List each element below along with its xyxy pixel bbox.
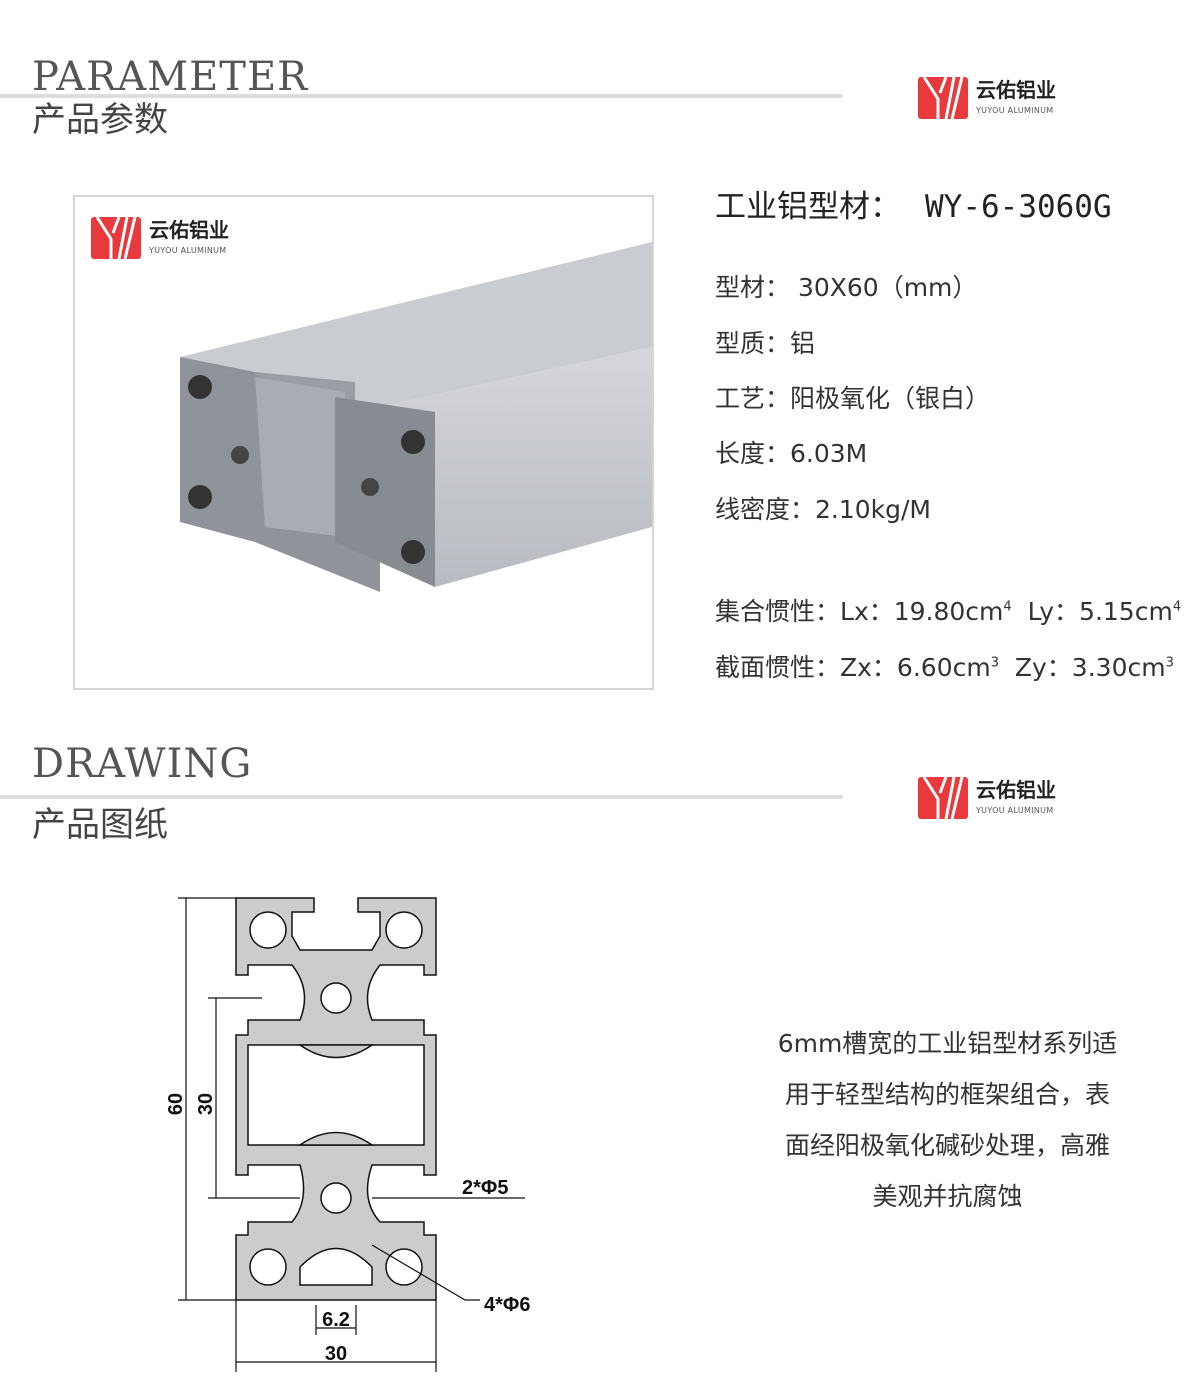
spec-row: 长度：6.03M [715, 439, 868, 468]
product-description: 6mm槽宽的工业铝型材系列适 用于轻型结构的框架组合，表 面经阳极氧化碱砂处理，… [740, 1018, 1155, 1222]
description-line: 面经阳极氧化碱砂处理，高雅 [784, 1131, 1110, 1160]
aluminum-profile-image [180, 242, 652, 592]
brand-name-cn: 云佑铝业 [149, 217, 229, 242]
spec-row: 型质：铝 [715, 329, 816, 358]
lx-value: Lx：19.80cm [840, 597, 1004, 626]
brand-logo: 云佑铝业 YUYOU ALUMINUM [918, 75, 1056, 119]
description-line: 用于轻型结构的框架组合，表 [784, 1080, 1110, 1109]
dim-hole-small: 2*Φ5 [462, 1177, 508, 1199]
brand-name-cn: 云佑铝业 [976, 777, 1056, 802]
divider [0, 94, 843, 98]
brand-logo-icon [918, 76, 968, 119]
description-line: 6mm槽宽的工业铝型材系列适 [777, 1029, 1118, 1058]
model-number: WY-6-3060G [925, 189, 1112, 225]
parameter-title-cn: 产品参数 [32, 100, 168, 140]
description-line: 美观并抗腐蚀 [872, 1182, 1023, 1211]
brand-name-en: YUYOU ALUMINUM [976, 805, 1054, 815]
drawing-title-cn: 产品图纸 [32, 805, 168, 845]
lx-exp: 4 [1003, 599, 1012, 615]
zy-value: Zy：3.30cm [1014, 653, 1166, 682]
inertia-row: 集合惯性：Lx：19.80cm4 Ly：5.15cm4 [715, 599, 1181, 624]
brand-name-en: YUYOU ALUMINUM [976, 105, 1054, 115]
zx-value: Zx：6.60cm [840, 653, 991, 682]
brand-logo-icon [91, 216, 141, 259]
zx-exp: 3 [990, 655, 999, 671]
dim-height-inner: 30 [195, 1093, 217, 1115]
dim-slot: 6.2 [322, 1309, 350, 1331]
brand-name-cn: 云佑铝业 [976, 77, 1056, 102]
dim-hole-large: 4*Φ6 [484, 1294, 530, 1316]
ly-value: Ly：5.15cm [1027, 597, 1173, 626]
brand-logo: 云佑铝业 YUYOU ALUMINUM [918, 775, 1056, 819]
dim-width: 30 [325, 1343, 347, 1365]
product-photo: 云佑铝业 YUYOU ALUMINUM [73, 195, 654, 690]
ly-exp: 4 [1172, 599, 1182, 615]
parameter-title-en: PARAMETER [32, 54, 309, 100]
zy-exp: 3 [1165, 655, 1174, 671]
inertia-label: 集合惯性： [715, 597, 841, 626]
brand-logo-icon [918, 776, 968, 819]
spec-row: 工艺：阳极氧化（银白） [715, 384, 991, 413]
dim-height-total: 60 [165, 1093, 187, 1115]
section-row: 截面惯性：Zx：6.60cm3 Zy：3.30cm3 [715, 655, 1174, 680]
profile-drawing: 60 30 30 6.2 2*Φ5 4*Φ6 [165, 897, 530, 1372]
spec-title-label: 工业铝型材： [715, 189, 901, 225]
section-label: 截面惯性： [715, 653, 841, 682]
spec-title: 工业铝型材： WY-6-3060G [715, 192, 1112, 223]
drawing-title-en: DRAWING [32, 741, 253, 787]
photo-brand-logo: 云佑铝业 YUYOU ALUMINUM [91, 215, 229, 259]
spec-row: 线密度：2.10kg/M [715, 495, 932, 524]
brand-name-en: YUYOU ALUMINUM [149, 245, 227, 255]
divider [0, 795, 843, 799]
spec-row: 型材： 30X60（mm） [715, 273, 978, 302]
